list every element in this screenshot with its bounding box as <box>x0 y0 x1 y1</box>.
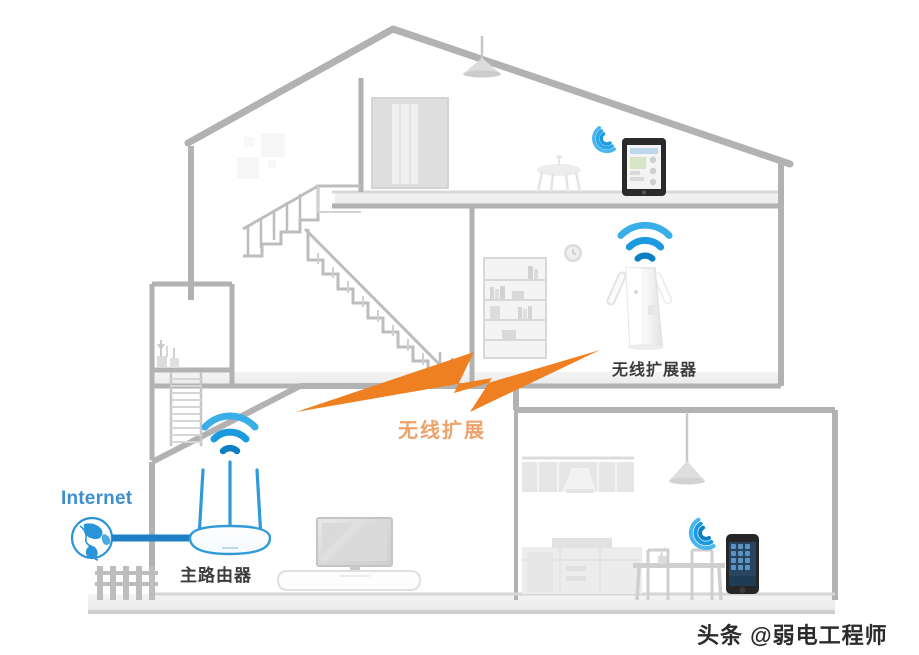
wall-decor-squares <box>237 133 285 179</box>
wifi-signal-icon-tablet <box>592 126 616 154</box>
tv-stand-icon <box>276 570 422 591</box>
garden-fence-icon <box>95 566 158 600</box>
attic-contents <box>237 36 666 196</box>
staircase-main <box>303 227 454 378</box>
middle-floor-slab <box>152 372 781 386</box>
side-table-icon <box>536 155 582 193</box>
roof-left-slope <box>184 25 397 147</box>
ground-right-top <box>513 386 835 413</box>
wardrobe-icon <box>371 97 449 189</box>
dining-chairs-icon <box>646 548 714 600</box>
ground-left-slope-wall <box>150 383 302 465</box>
staircase-upper <box>242 184 361 258</box>
dining-table-icon <box>633 547 725 601</box>
wall-clock-icon <box>564 244 582 262</box>
watermark: 头条 @弱电工程师 <box>697 623 888 648</box>
balcony-outline <box>149 281 235 460</box>
wireless-extender-device[interactable] <box>606 267 673 350</box>
balcony-ladder-icon <box>169 372 203 446</box>
wifi-signal-icon-phone <box>688 517 716 550</box>
smartphone-device[interactable] <box>726 534 759 594</box>
ground-floor-contents <box>70 412 759 601</box>
main-router-device[interactable] <box>188 460 272 556</box>
pendant-lamp-kitchen-icon <box>669 412 705 485</box>
ceiling-lamp-attic-icon <box>463 36 501 78</box>
kitchen-cabinets-icon <box>522 456 634 493</box>
roof-right-slope <box>389 25 794 168</box>
wifi-signal-icon-router <box>201 412 259 455</box>
ground-floor-slab <box>88 594 835 612</box>
attic-floor-slab <box>335 192 781 206</box>
globe-icon[interactable] <box>70 516 114 561</box>
television-device <box>316 517 393 571</box>
balcony-plants-icon <box>157 340 179 368</box>
tablet-device[interactable] <box>622 138 666 196</box>
wifi-signal-icon-extender <box>617 221 673 262</box>
middle-floor-contents <box>157 184 673 446</box>
kitchen-counter-icon <box>522 538 642 594</box>
lightning-bolt-icon <box>296 350 600 412</box>
bookshelf-icon <box>483 257 547 359</box>
